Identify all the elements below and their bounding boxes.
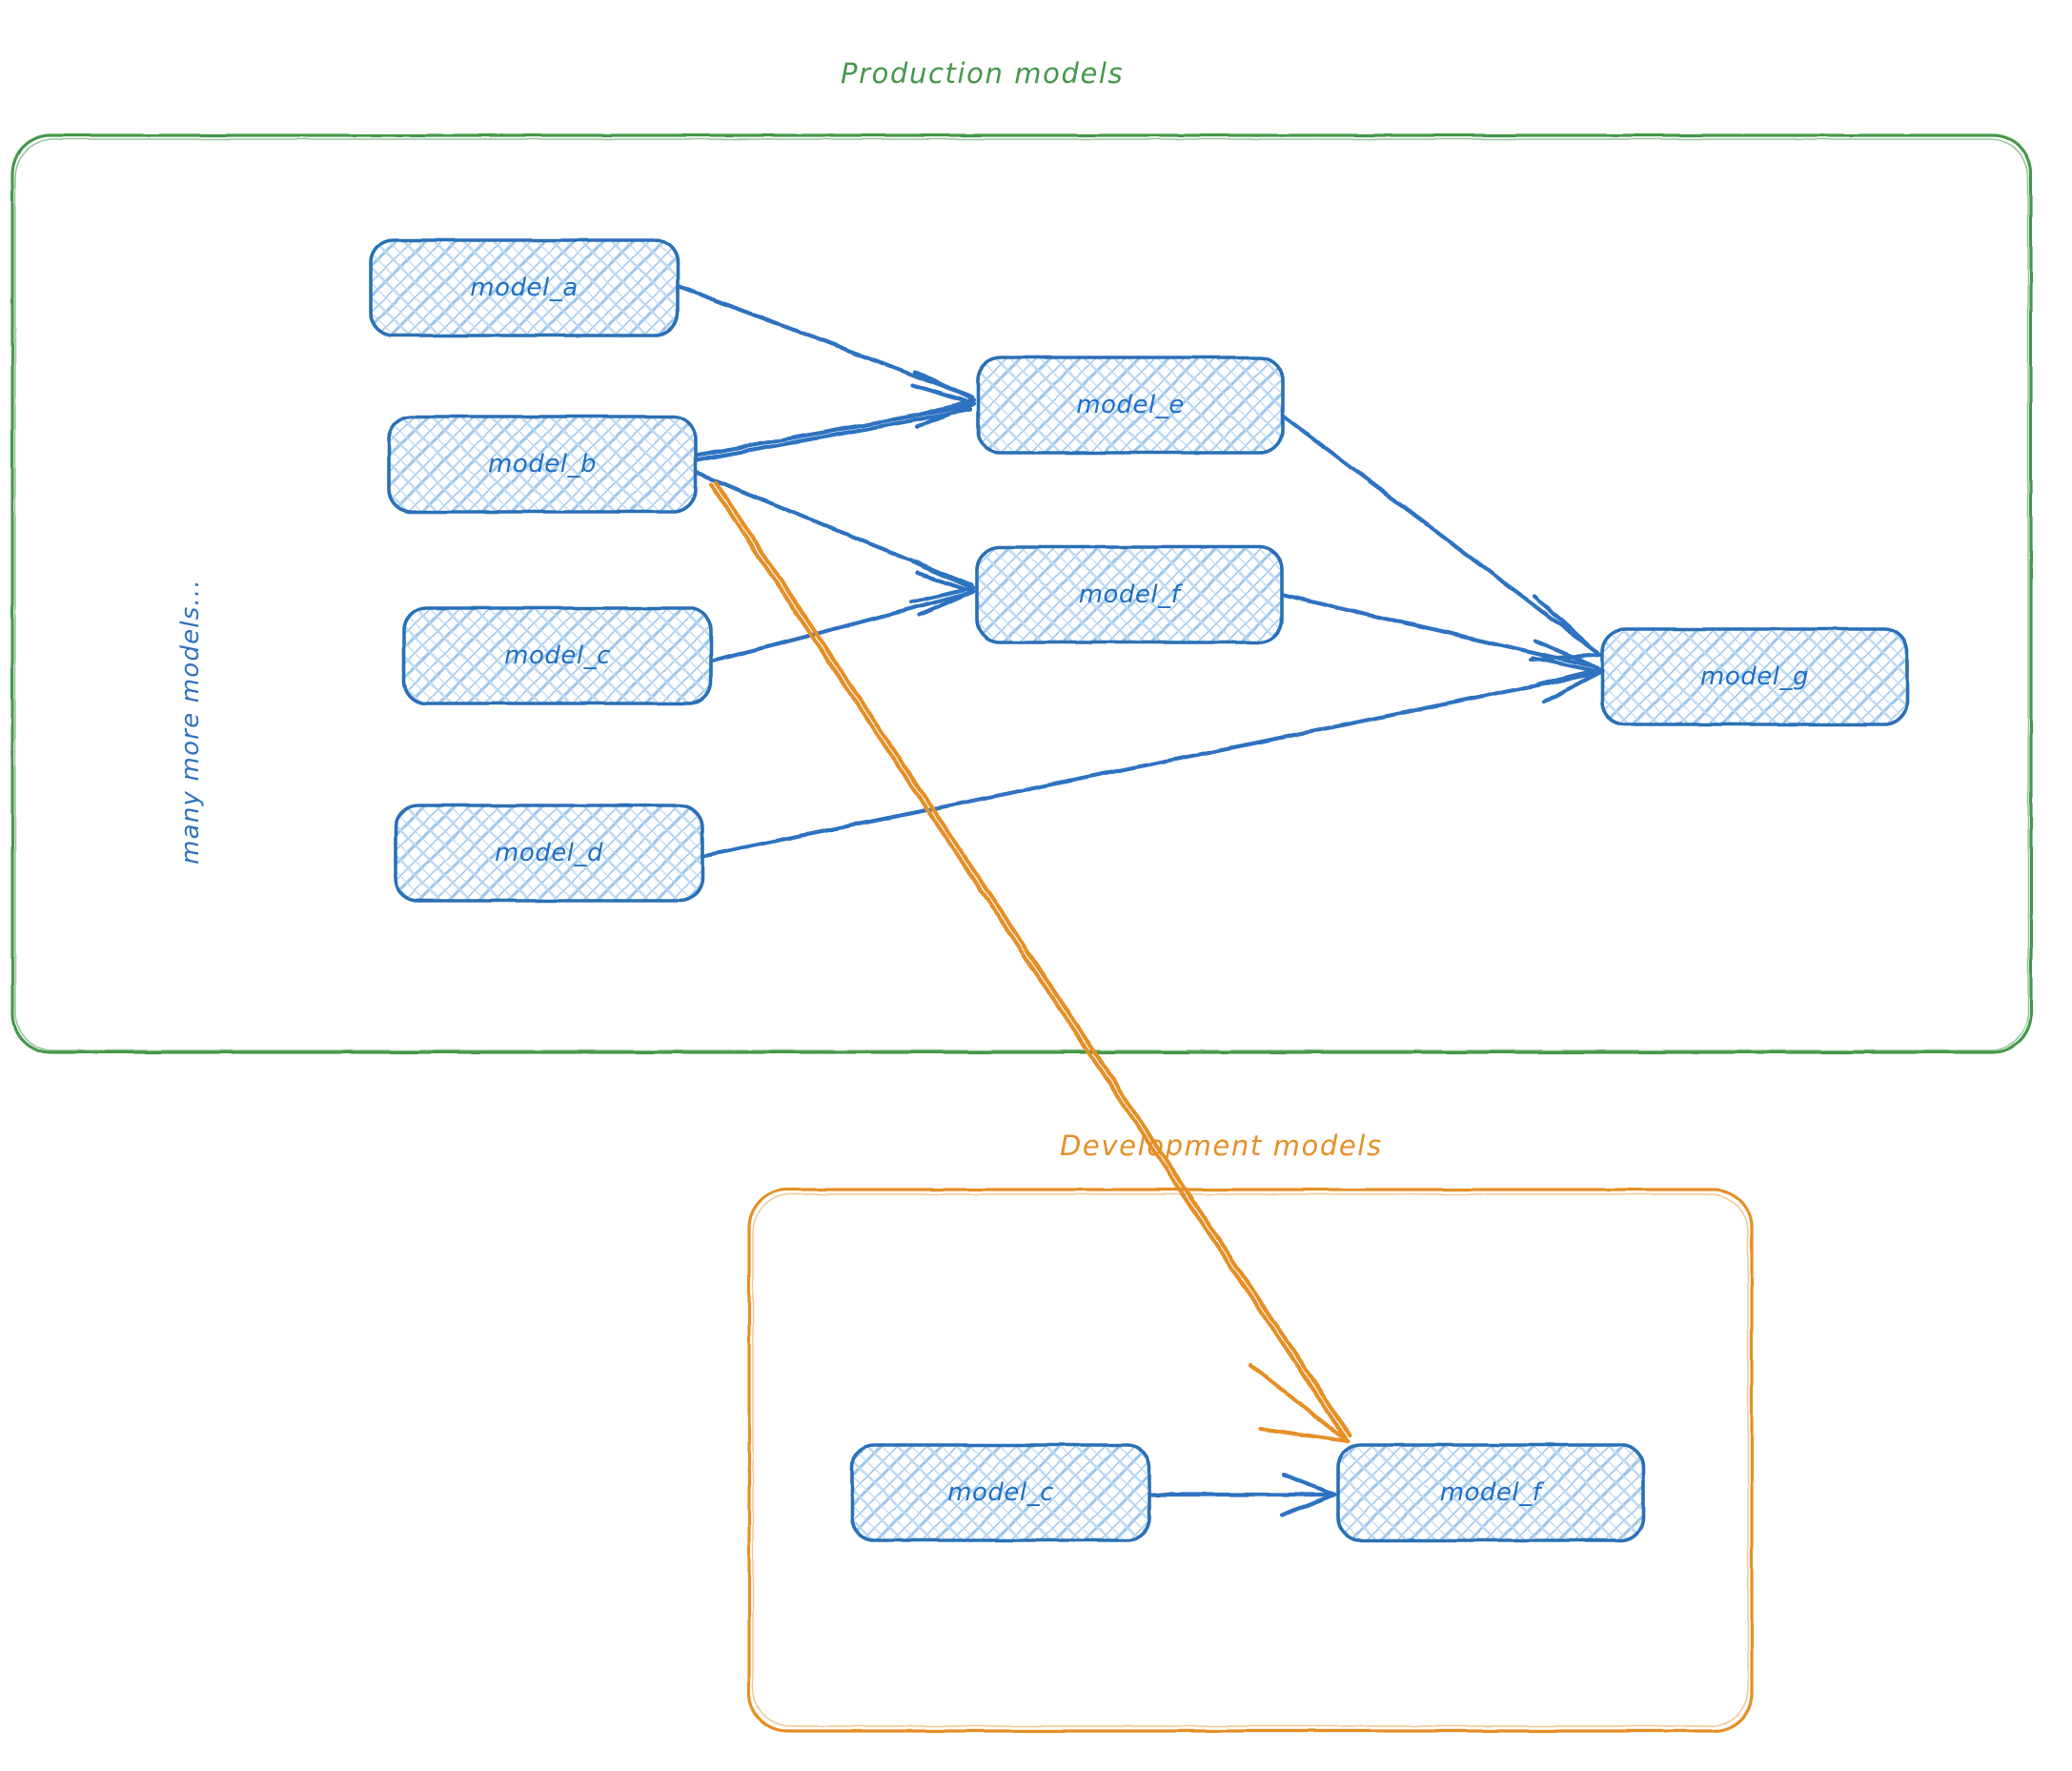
edge-e-to-g xyxy=(1281,414,1602,662)
edge-a-to-e xyxy=(675,283,977,419)
node-prod-model-e[interactable] xyxy=(976,356,1285,455)
edge-f-to-g xyxy=(1281,592,1603,687)
edge-b-to-e xyxy=(693,382,977,463)
node-prod-model-b[interactable] xyxy=(387,415,698,514)
edges-layer xyxy=(675,283,1603,1518)
node-dev-model-f[interactable] xyxy=(1336,1443,1645,1542)
node-prod-model-g[interactable] xyxy=(1600,627,1909,726)
node-prod-model-a[interactable] xyxy=(369,238,680,337)
edge-c-to-f xyxy=(708,570,976,664)
node-prod-model-c[interactable] xyxy=(402,606,713,705)
edge-b-to-f xyxy=(694,470,976,605)
node-prod-model-d[interactable] xyxy=(394,804,704,903)
group-production-box xyxy=(10,133,2033,1054)
group-development-box xyxy=(747,1188,1754,1733)
edge-d-to-g xyxy=(700,655,1603,859)
nodes-layer xyxy=(369,238,1909,1542)
edge-devc-to-devf xyxy=(1148,1472,1337,1518)
edge-prodb-to-devf xyxy=(708,479,1352,1444)
node-dev-model-c[interactable] xyxy=(850,1443,1151,1542)
node-prod-model-f[interactable] xyxy=(975,545,1284,644)
